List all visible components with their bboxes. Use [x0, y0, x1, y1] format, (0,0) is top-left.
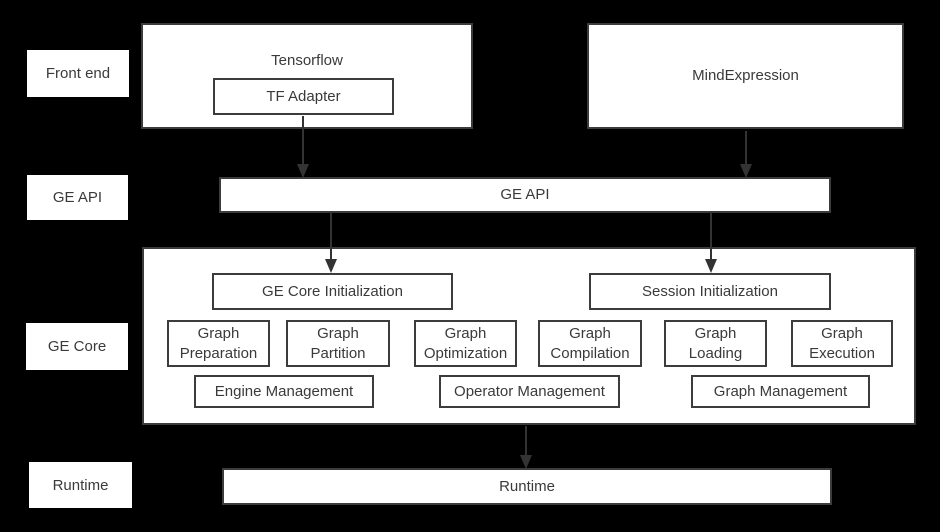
- arrow-head: [325, 259, 337, 273]
- operator-management-box: Operator Management: [439, 375, 620, 408]
- arrow-ge-api-to-session-initialization: [705, 212, 717, 273]
- graph-compilation-box: Graph Compilation: [538, 320, 642, 367]
- ge-api-bar: GE API: [219, 177, 831, 213]
- arrow-head: [705, 259, 717, 273]
- tensorflow-box: Tensorflow TF Adapter: [141, 23, 473, 129]
- arrow-ge-core-to-runtime: [520, 426, 532, 469]
- row-label-front-end: Front end: [27, 50, 129, 97]
- graph-loading-box: Graph Loading: [664, 320, 767, 367]
- ge-core-initialization-box: GE Core Initialization: [212, 273, 453, 310]
- graph-optimization-box: Graph Optimization: [414, 320, 517, 367]
- row-label-ge-core: GE Core: [26, 323, 128, 370]
- graph-management-box: Graph Management: [691, 375, 870, 408]
- arrow-shaft: [745, 131, 747, 166]
- arrow-ge-api-to-ge-core-initialization: [325, 212, 337, 273]
- engine-management-box: Engine Management: [194, 375, 374, 408]
- graph-preparation-box: Graph Preparation: [167, 320, 270, 367]
- tensorflow-label: Tensorflow: [271, 52, 343, 69]
- arrow-head: [297, 164, 309, 178]
- ge-core-box: GE Core Initialization Session Initializ…: [142, 247, 916, 425]
- mindexpression-box: MindExpression: [587, 23, 904, 129]
- arrow-head: [520, 455, 532, 469]
- arrow-shaft: [302, 116, 304, 166]
- tf-adapter-box: TF Adapter: [213, 78, 394, 115]
- arrow-shaft: [525, 426, 527, 457]
- graph-execution-box: Graph Execution: [791, 320, 893, 367]
- runtime-bar: Runtime: [222, 468, 832, 505]
- arrow-head: [740, 164, 752, 178]
- graph-partition-box: Graph Partition: [286, 320, 390, 367]
- arrow-mindexpression-to-ge-api: [740, 131, 752, 178]
- arrow-shaft: [330, 212, 332, 261]
- arrow-shaft: [710, 212, 712, 261]
- session-initialization-box: Session Initialization: [589, 273, 831, 310]
- arrow-tf-adapter-to-ge-api: [297, 116, 309, 178]
- row-label-runtime: Runtime: [29, 462, 132, 508]
- row-label-ge-api: GE API: [27, 175, 128, 220]
